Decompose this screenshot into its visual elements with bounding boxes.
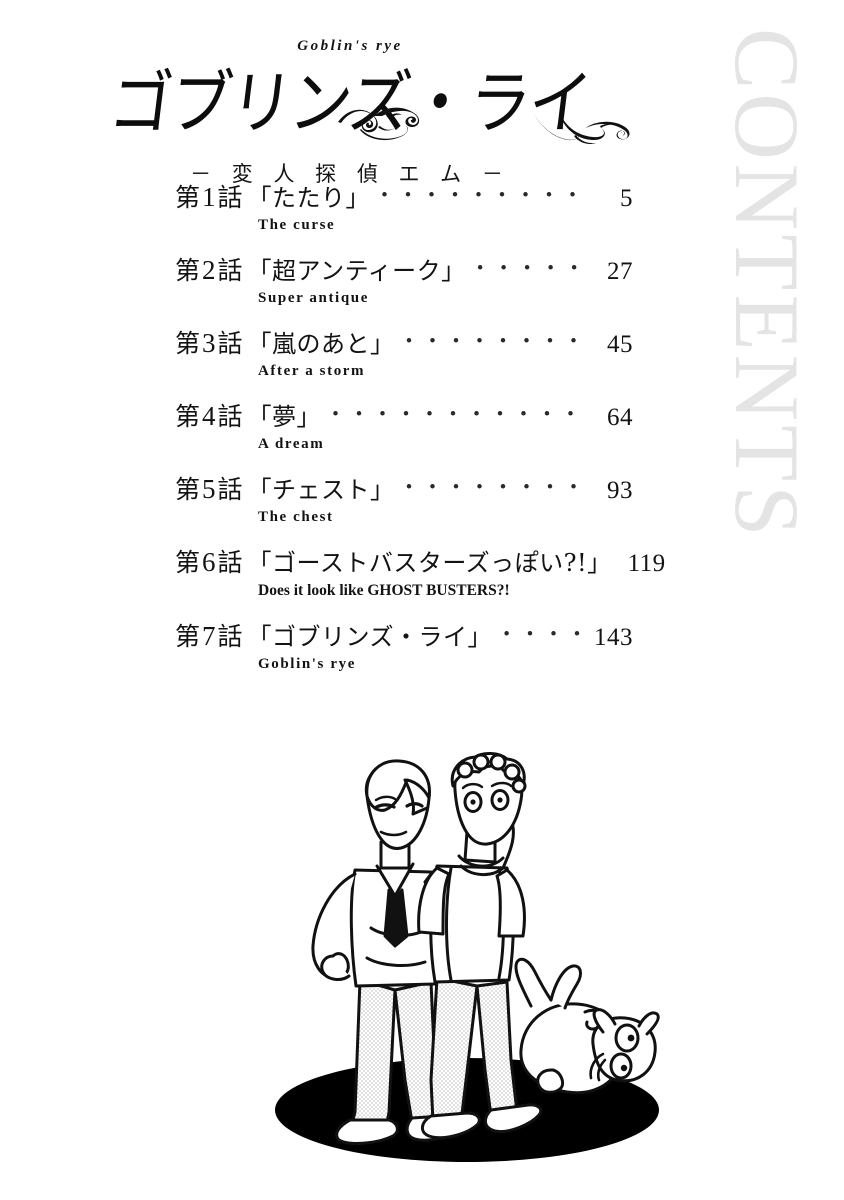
contents-watermark-text: CONTENTS xyxy=(715,28,818,541)
contents-watermark: CONTENTS xyxy=(706,28,826,758)
toc-entry[interactable]: 第1話 「たたり」 ・・・・・・・・・・・・・・・・・・・・・ 5 The cu… xyxy=(175,178,633,234)
toc-entry[interactable]: 第4話 「夢」 ・・・・・・・・・・・・・・・・・・・・・・・・ 64 A dr… xyxy=(175,397,633,453)
character-cat xyxy=(514,957,660,1095)
toc-entry[interactable]: 第3話 「嵐のあと」 ・・・・・・・・・・・・・・・・・・ 45 After a… xyxy=(175,324,633,380)
toc-leader-dots: ・・・・・・・・・・・・・・ xyxy=(469,256,583,280)
toc-entry-title: 「超アンティーク」 xyxy=(247,257,466,285)
toc-chapter-label: 第5話 xyxy=(175,474,243,504)
toc-entry[interactable]: 第6話 「ゴーストバスターズっぽい?!」 ・・・ 119 Does it loo… xyxy=(175,543,665,600)
illustration-svg xyxy=(275,752,660,1162)
title-block: Goblin's rye ゴブリンズ・ライ － 変 人 探 偵 エ xyxy=(0,30,700,186)
table-of-contents: 第1話 「たたり」 ・・・・・・・・・・・・・・・・・・・・・ 5 The cu… xyxy=(175,178,665,690)
toc-page-number: 93 xyxy=(607,477,633,504)
toc-entry-english: The chest xyxy=(258,509,334,525)
toc-entry-english: Does it look like GHOST BUSTERS?! xyxy=(258,582,510,599)
toc-chapter-label: 第6話 xyxy=(175,547,243,577)
toc-entry-title: 「チェスト」 xyxy=(247,476,395,504)
toc-entry[interactable]: 第2話 「超アンティーク」 ・・・・・・・・・・・・・・ 27 Super an… xyxy=(175,251,633,307)
toc-entry-english: Super antique xyxy=(258,290,369,306)
toc-entry-title: 「夢」 xyxy=(247,403,322,431)
toc-page-number: 5 xyxy=(620,185,633,212)
toc-leader-dots: ・・・・・・・・・・・・・・・・・ xyxy=(398,475,583,499)
title-logo: ゴブリンズ・ライ xyxy=(0,52,700,144)
toc-entry[interactable]: 第5話 「チェスト」 ・・・・・・・・・・・・・・・・・ 93 The ches… xyxy=(175,470,633,526)
toc-leader-dots: ・・・・・・・・・・・・・・・・・・ xyxy=(398,329,583,353)
toc-entry-title: 「嵐のあと」 xyxy=(247,330,395,358)
toc-chapter-label: 第1話 xyxy=(175,182,243,212)
toc-entry-english: The curse xyxy=(258,217,336,233)
title-subtitle: － 変 人 探 偵 エ ム － xyxy=(190,162,510,186)
toc-leader-dots: ・・・・・・・・・・・・・・・・・・・・・ xyxy=(374,183,583,207)
toc-page-number: 64 xyxy=(607,404,633,431)
title-romaji: Goblin's rye xyxy=(297,38,403,54)
character-illustration xyxy=(255,750,675,1180)
toc-entry-english: A dream xyxy=(258,436,325,452)
toc-leader-dots: ・・・・・・・・・・ xyxy=(496,622,583,646)
toc-page-number: 119 xyxy=(627,550,666,577)
toc-chapter-label: 第7話 xyxy=(175,621,243,651)
toc-entry-title: 「ゴブリンズ・ライ」 xyxy=(247,623,493,651)
toc-entry-title: 「ゴーストバスターズっぽい?!」 xyxy=(247,549,612,577)
title-main-text: ゴブリンズ・ライ xyxy=(104,62,594,145)
toc-entry[interactable]: 第7話 「ゴブリンズ・ライ」 ・・・・・・・・・・ 143 Goblin's r… xyxy=(175,617,633,673)
toc-entry-english: After a storm xyxy=(258,363,366,379)
toc-entry-title: 「たたり」 xyxy=(247,184,371,212)
toc-page-number: 27 xyxy=(607,258,633,285)
toc-chapter-label: 第4話 xyxy=(175,401,243,431)
toc-page-number: 143 xyxy=(594,624,633,651)
toc-leader-dots: ・・・・・・・・・・・・・・・・・・・・・・・・ xyxy=(325,402,583,426)
toc-chapter-label: 第2話 xyxy=(175,255,243,285)
toc-chapter-label: 第3話 xyxy=(175,328,243,358)
character-assistant xyxy=(417,752,543,1140)
toc-entry-english: Goblin's rye xyxy=(258,656,356,672)
toc-page-number: 45 xyxy=(607,331,633,358)
